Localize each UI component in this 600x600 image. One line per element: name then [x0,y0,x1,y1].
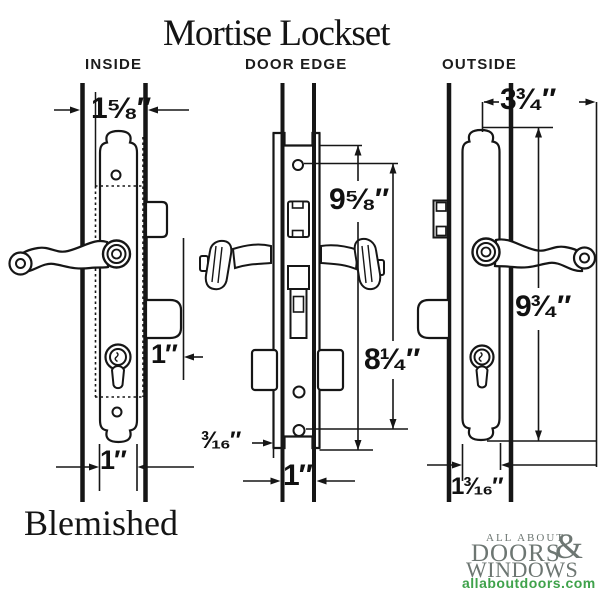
logo-line-doors: DOORS [471,540,561,567]
outside-escutcheon-plate [461,128,501,442]
logo-url: allaboutdoors.com [462,575,596,591]
inside-cylinder [104,343,132,390]
edge-faceplate [272,131,321,450]
edge-screw-hole-top [292,159,304,171]
logo-line-windows: WINDOWS [466,557,579,582]
dim-edge-screw-spacing: 8¹⁄₄″ [364,343,420,376]
door-edge-view-label: DOOR EDGE [245,56,348,73]
edge-dim-lip [252,439,275,458]
edge-dim-screw-spacing [389,163,397,429]
edge-screw-hole-mid [292,385,306,399]
edge-cylinder-end-right [316,348,345,392]
logo-line-all-about: ALL ABOUT [486,532,566,544]
page-title: Mortise Lockset [163,13,390,54]
dim-inside-plate-width: 1″ [100,445,127,475]
dim-inside-bolt-projection: 1″ [151,339,178,369]
blemished-note: Blemished [24,503,178,543]
inside-view-drawing [8,83,203,502]
inside-dim-plate-width [56,444,194,491]
outside-view-label: OUTSIDE [442,56,518,73]
inside-latch-bolt [144,200,169,239]
inside-lever-handle [8,239,132,276]
logo-ampersand: & [555,526,584,566]
inside-hidden-lockbody-dotted [94,137,144,398]
edge-hub-cutout [287,200,310,238]
inside-lever-arm [19,239,110,274]
edge-reference-lines [304,144,408,451]
dim-outside-plate-length: 9³⁄₄″ [515,290,571,323]
dim-inside-door-thickness: 1⁵⁄₈″ [91,92,151,125]
edge-screw-hole-bottom [292,424,306,437]
outside-strike-bracket [432,199,449,239]
dim-outside-handle-length: 3³⁄₄″ [500,83,556,116]
edge-deadbolt-slot [289,288,308,339]
door-edge-view-drawing [199,83,408,502]
edge-handle-left-profile [199,239,272,291]
outside-cylinder [469,344,495,389]
inside-screw-hole-bottom [111,406,123,418]
inside-view-label: INSIDE [85,56,143,73]
edge-deadbolt-in-slot [292,295,305,313]
edge-handle-right-profile [320,237,385,291]
inside-dim-bolt-projection [182,238,203,380]
edge-latch-cutout [287,265,310,290]
inside-dim-door-thickness [54,106,189,114]
edge-cylinder-end-left [250,348,279,392]
dim-outside-plate-width: 1³⁄₁₆″ [451,473,504,500]
outside-dim-plate-width [427,443,597,481]
dim-edge-faceplate-width: 1″ [283,459,313,492]
outside-view-drawing [416,83,598,502]
outside-dim-plate-length [482,126,597,442]
edge-dim-faceplate-length [354,145,362,450]
edge-dim-faceplate-width [243,477,355,485]
outside-deadbolt [416,298,451,340]
inside-screw-hole-top [110,169,122,181]
dim-edge-lip: ³⁄₁₆″ [201,427,241,454]
dim-edge-faceplate-length: 9⁵⁄₈″ [329,183,389,216]
inside-deadbolt [144,298,183,340]
